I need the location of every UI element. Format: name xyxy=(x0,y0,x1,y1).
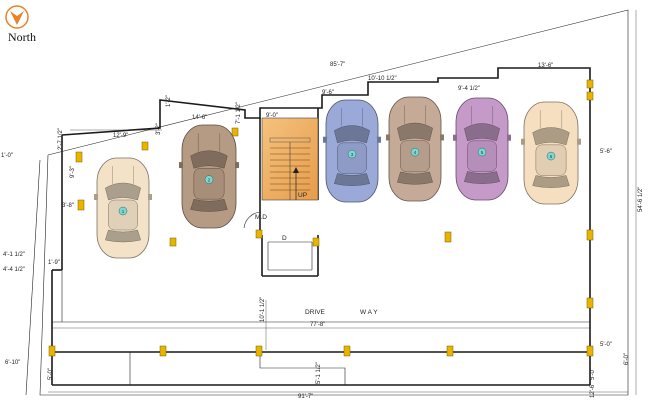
north-label: North xyxy=(8,30,36,44)
car-number-label: 1 xyxy=(122,209,125,214)
dim-bottom-right: 12'-6" xyxy=(590,383,596,398)
door-label: D xyxy=(282,235,287,242)
driveway-label-2: W A Y xyxy=(360,309,378,316)
driveway-label-1: DRIVE xyxy=(305,309,326,316)
dim-driveway-width: 77'-8" xyxy=(310,322,325,328)
car-3: 3 xyxy=(323,99,381,203)
dim-4-4: 4'-4 1/2" xyxy=(3,267,25,273)
dim-14-6: 14'-6" xyxy=(192,115,207,121)
dim-9-6: 9'-6" xyxy=(322,90,334,96)
staircase xyxy=(261,117,319,201)
dim-right-total: 54'-6 1/2" xyxy=(638,187,644,212)
dim-9-4: 9'-4 1/2" xyxy=(458,86,480,92)
dim-5-1: 5'-1 1/2" xyxy=(316,362,322,384)
dim-3-2: 3'-2" xyxy=(156,123,162,135)
dim-3-8: 3'-8" xyxy=(62,203,74,209)
dim-mid-seg: 10'-10 1/2" xyxy=(368,76,397,82)
dim-bottom-total: 91'-7" xyxy=(298,394,313,400)
north-arrow-icon xyxy=(5,5,29,29)
car-1: 1 xyxy=(94,157,152,259)
dimension-lines xyxy=(48,10,637,395)
dim-right-low2: 5'-0" xyxy=(590,368,596,380)
dim-right-low3: 6'-0" xyxy=(624,353,630,365)
columns xyxy=(48,79,594,357)
dim-1-0: 1'-0" xyxy=(1,153,13,159)
dim-9-0: 9'-0" xyxy=(266,113,278,119)
site-boundary xyxy=(25,9,629,396)
main-door-label: M.D xyxy=(255,214,267,221)
dim-right-upper: 5'-6" xyxy=(600,149,612,155)
car-number-label: 3 xyxy=(351,152,354,157)
dim-2-7: 2'-7 1/2" xyxy=(58,128,64,150)
car-5: 5 xyxy=(453,97,511,201)
dim-1-9: 1'-9" xyxy=(48,260,60,266)
car-number-label: 5 xyxy=(481,150,484,155)
dim-left-5-0: 5'-0" xyxy=(48,368,54,380)
dim-left-6-10: 6'-10" xyxy=(5,360,20,366)
car-4: 4 xyxy=(386,96,444,202)
dim-4-1: 4'-1 1/2" xyxy=(3,252,25,258)
dim-12-9: 12'-9" xyxy=(113,133,128,139)
dim-right-low: 5'-0" xyxy=(600,342,612,348)
dim-7-1: 7'-1 1/2" xyxy=(236,102,242,124)
car-2: 2 xyxy=(179,124,239,229)
dim-top-right: 13'-6" xyxy=(538,63,553,69)
dim-top-slope: 85'-7" xyxy=(330,62,345,68)
car-number-label: 2 xyxy=(208,178,211,183)
car-6: 6 xyxy=(521,101,581,205)
dim-9-3: 9'-3" xyxy=(70,166,76,178)
cars-layer: 1 2 3 4 5 6 xyxy=(94,96,581,259)
up-label: UP xyxy=(298,192,307,199)
car-number-label: 4 xyxy=(414,150,417,155)
dim-drive-depth: 10'-1 1/2" xyxy=(260,297,266,322)
dim-1-2: 1'-2" xyxy=(166,95,172,107)
car-number-label: 6 xyxy=(550,154,553,159)
